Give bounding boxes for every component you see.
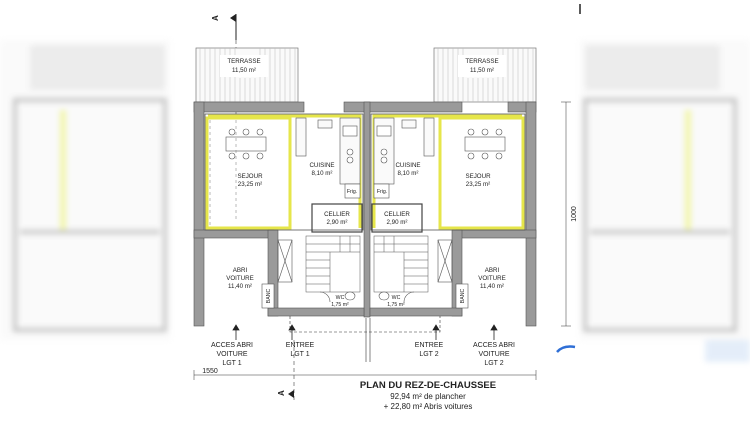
wc-left-area: 1,75 m²	[331, 302, 349, 308]
table-left	[225, 128, 267, 160]
acces-left-line3: LGT 1	[222, 360, 241, 367]
acces-right-line3: LGT 2	[484, 360, 503, 367]
cellier-right-area: 2,90 m²	[387, 219, 408, 226]
plan-area-floor: 92,94 m² de plancher	[390, 392, 466, 401]
section-marker-bottom-label: A	[277, 390, 286, 396]
entree-left-line2: LGT 1	[290, 351, 309, 358]
dimension-horizontal	[193, 370, 537, 380]
left-faded-plan	[0, 40, 170, 340]
cuisine-right-area: 8,10 m²	[398, 170, 419, 177]
stairs-left	[305, 235, 361, 293]
abri-right-line2: VOITURE	[478, 275, 506, 282]
entry-arrows	[232, 324, 498, 340]
sejour-left-name: SEJOUR	[237, 173, 263, 180]
dimension-width-label: 1550	[202, 368, 218, 375]
acces-right-line2: VOITURE	[478, 351, 509, 358]
entree-left-line1: ENTREE	[286, 342, 315, 349]
cellier-left-area: 2,90 m²	[327, 219, 348, 226]
frig-left: Frig.	[347, 189, 357, 195]
abri-left-area: 11,40 m²	[228, 283, 252, 290]
sejour-right-name: SEJOUR	[465, 173, 491, 180]
right-faded-plan	[580, 40, 750, 362]
plan-area-shelters: + 22,80 m² Abris voitures	[384, 402, 473, 411]
cellier-right-name: CELLIER	[384, 211, 410, 218]
kitchen-right-counter	[373, 117, 435, 185]
banc-right: BANC	[460, 289, 466, 304]
cellier-walls	[311, 203, 423, 233]
banc-left: BANC	[266, 289, 272, 304]
banc-boxes	[261, 283, 469, 309]
terrasse-left-name: TERRASSE	[227, 58, 260, 65]
dimension-vertical	[561, 101, 571, 327]
stairs-right	[373, 235, 429, 293]
entree-right-line1: ENTREE	[415, 342, 444, 349]
kitchen-left-counter	[295, 117, 361, 185]
section-marker-bottom	[288, 340, 295, 400]
sejour-left-area: 23,25 m²	[238, 181, 262, 188]
storage-crosses	[277, 239, 453, 283]
wc-right-area: 1,75 m²	[387, 302, 405, 308]
cuisine-left-area: 8,10 m²	[312, 170, 333, 177]
wc-right-name: WC	[392, 295, 401, 301]
cuisine-left-name: CUISINE	[309, 162, 334, 169]
abri-right-area: 11,40 m²	[480, 283, 504, 290]
acces-left-line1: ACCES ABRI	[211, 342, 253, 349]
dimension-height-label: 1000	[571, 206, 578, 222]
carport-dashes	[209, 120, 237, 225]
interior-outlines	[204, 113, 526, 231]
entree-right-line2: LGT 2	[419, 351, 438, 358]
abri-left-line1: ABRI	[233, 267, 248, 274]
acces-left-line2: VOITURE	[216, 351, 247, 358]
entrance-outline	[289, 316, 441, 362]
fridges	[344, 183, 390, 199]
blue-arrow-mark	[556, 345, 576, 353]
plan-title: PLAN DU REZ-DE-CHAUSSEE	[360, 380, 496, 391]
section-marker-top-label: A	[211, 15, 220, 21]
abri-left-line2: VOITURE	[226, 275, 254, 282]
terrasse-right-area: 11,50 m²	[470, 67, 494, 74]
frig-right: Frig.	[377, 189, 387, 195]
terrasse-left-area: 11,50 m²	[232, 67, 256, 74]
terrasse-right-name: TERRASSE	[465, 58, 498, 65]
cuisine-right-name: CUISINE	[395, 162, 420, 169]
cellier-left-name: CELLIER	[324, 211, 350, 218]
wc-left-name: WC	[336, 295, 345, 301]
acces-right-line1: ACCES ABRI	[473, 342, 515, 349]
sejour-right-area: 23,25 m²	[466, 181, 490, 188]
abri-right-line1: ABRI	[485, 267, 500, 274]
table-right	[464, 128, 506, 160]
wc-fixtures	[319, 291, 415, 303]
outer-walls	[193, 101, 537, 327]
